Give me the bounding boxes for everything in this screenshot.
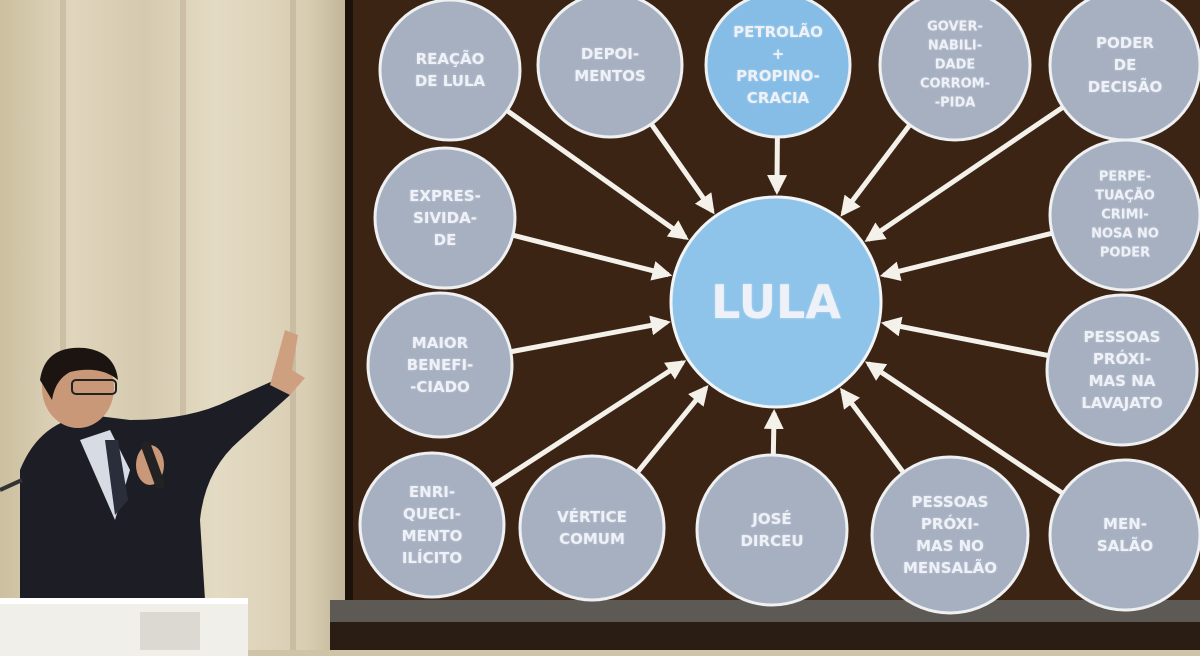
node-label: PERPE- TUAÇÃO CRIMI- NOSA NO PODER	[1091, 168, 1159, 263]
arrow	[637, 388, 705, 472]
node-label: PESSOAS PRÓXI- MAS NA LAVAJATO	[1081, 326, 1162, 414]
arrow	[651, 124, 712, 211]
node-label: DEPOI- MENTOS	[574, 43, 646, 87]
node-label: ENRI- QUECI- MENTO ILÍCITO	[402, 481, 463, 569]
node-label: GOVER- NABILI- DADE CORROM- -PIDA	[920, 18, 990, 113]
arrow	[842, 391, 903, 473]
arrow	[885, 323, 1048, 355]
node-label: MAIOR BENEFI- -CIADO	[407, 332, 474, 398]
arrow	[513, 235, 669, 274]
node-label: REAÇÃO DE LULA	[415, 48, 485, 92]
node-label: PETROLÃO + PROPINO- CRACIA	[733, 21, 823, 109]
node-label: JOSÉ DIRCEU	[740, 508, 803, 552]
arrow	[884, 233, 1053, 275]
node-label: VÉRTICE COMUM	[557, 506, 627, 550]
arrow	[773, 413, 774, 455]
arrow	[511, 322, 667, 351]
center-label: LULA	[711, 277, 841, 327]
node-label: MEN- SALÃO	[1097, 513, 1153, 557]
node-label: PODER DE DECISÃO	[1088, 32, 1162, 98]
arrow	[843, 125, 910, 214]
node-label: EXPRES- SIVIDA- DE	[409, 185, 481, 251]
node-label: PESSOAS PRÓXI- MAS NO MENSALÃO	[903, 491, 997, 579]
